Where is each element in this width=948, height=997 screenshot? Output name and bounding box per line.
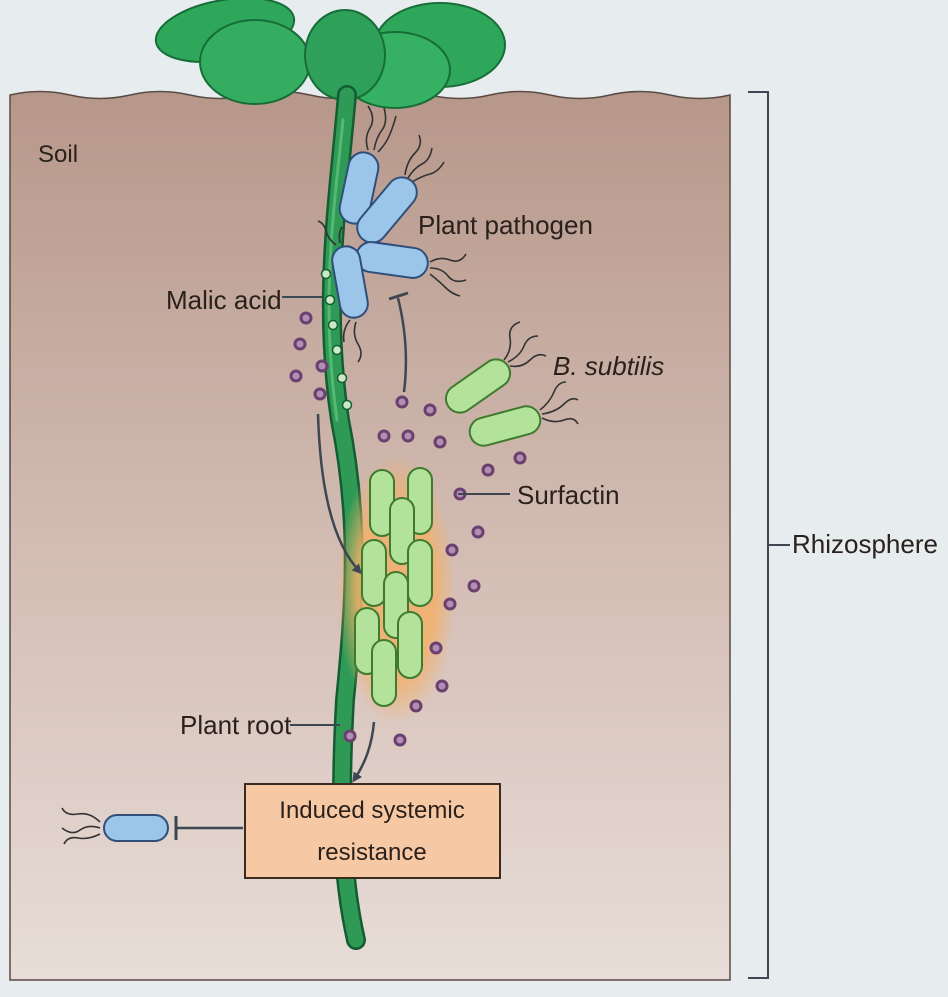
malic-acid-label: Malic acid	[166, 285, 282, 315]
isr-label-line2: resistance	[317, 839, 426, 866]
plant-leaves	[151, 0, 505, 108]
b-subtilis-label: B. subtilis	[553, 351, 664, 381]
rhizosphere-label: Rhizosphere	[792, 529, 938, 559]
surfactin-label: Surfactin	[517, 480, 620, 510]
rhizosphere-bracket	[748, 92, 768, 978]
soil-label: Soil	[38, 141, 78, 168]
plant-root-label: Plant root	[180, 710, 292, 740]
isr-label-line1: Induced systemic	[279, 797, 464, 824]
plant-pathogen-label: Plant pathogen	[418, 210, 593, 240]
